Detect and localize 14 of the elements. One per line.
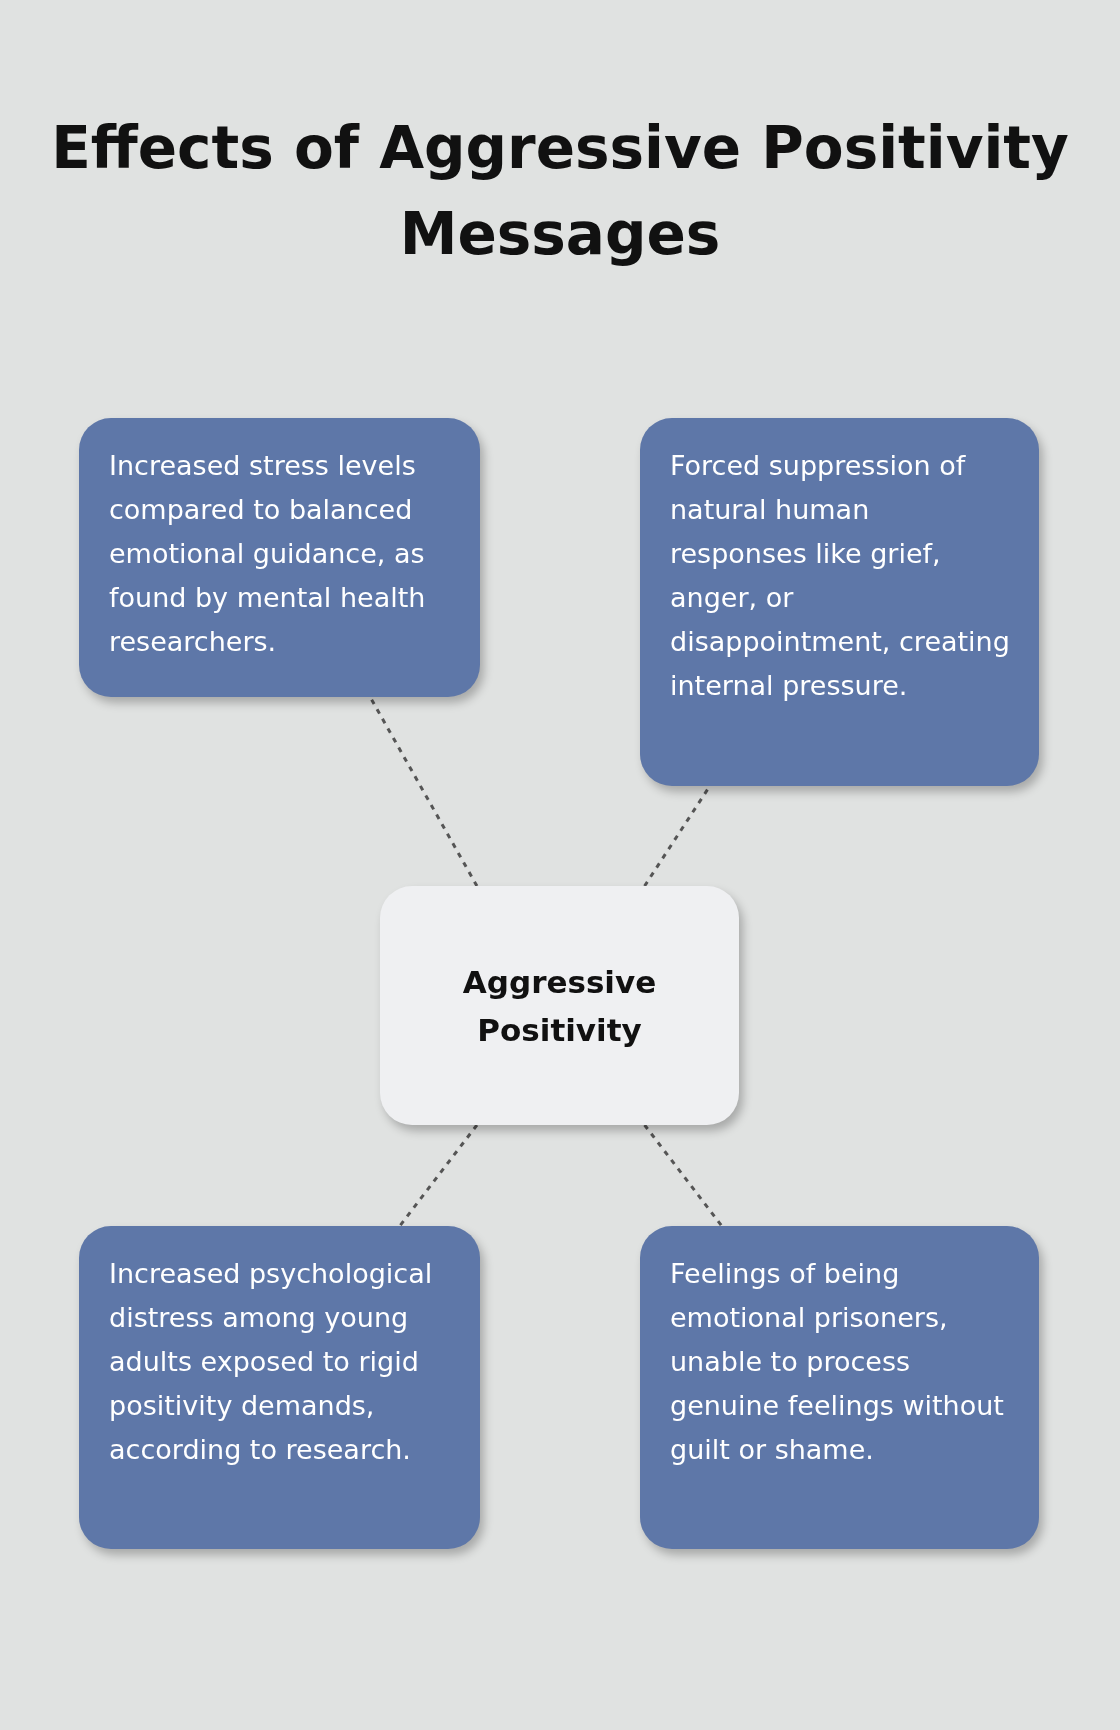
box-text: Aggressive Positivity xyxy=(461,962,658,1050)
title: Effects of Aggressive Positivity Messages xyxy=(50,113,1070,270)
box-text: Increased psychological distress among young adults exposed to rigid positivity demands, according to research. xyxy=(109,1257,434,1467)
central-box xyxy=(380,886,739,1125)
box-text: Forced suppression of natural human responses like grief, anger, or disappointment, creating internal pressure. xyxy=(670,449,1011,703)
info-box xyxy=(640,418,1039,786)
box-text: Feelings of being emotional prisoners, unable to process genuine feelings without guilt or shame. xyxy=(670,1257,1005,1467)
box-text: Increased stress levels compared to balanced emotional guidance, as found by mental health researchers. xyxy=(109,449,427,659)
dotted-connector xyxy=(398,1124,479,1227)
info-box xyxy=(79,1226,480,1549)
info-box xyxy=(79,418,480,697)
dotted-connector xyxy=(643,1124,723,1227)
dotted-connector xyxy=(368,696,479,887)
info-box xyxy=(640,1226,1039,1549)
